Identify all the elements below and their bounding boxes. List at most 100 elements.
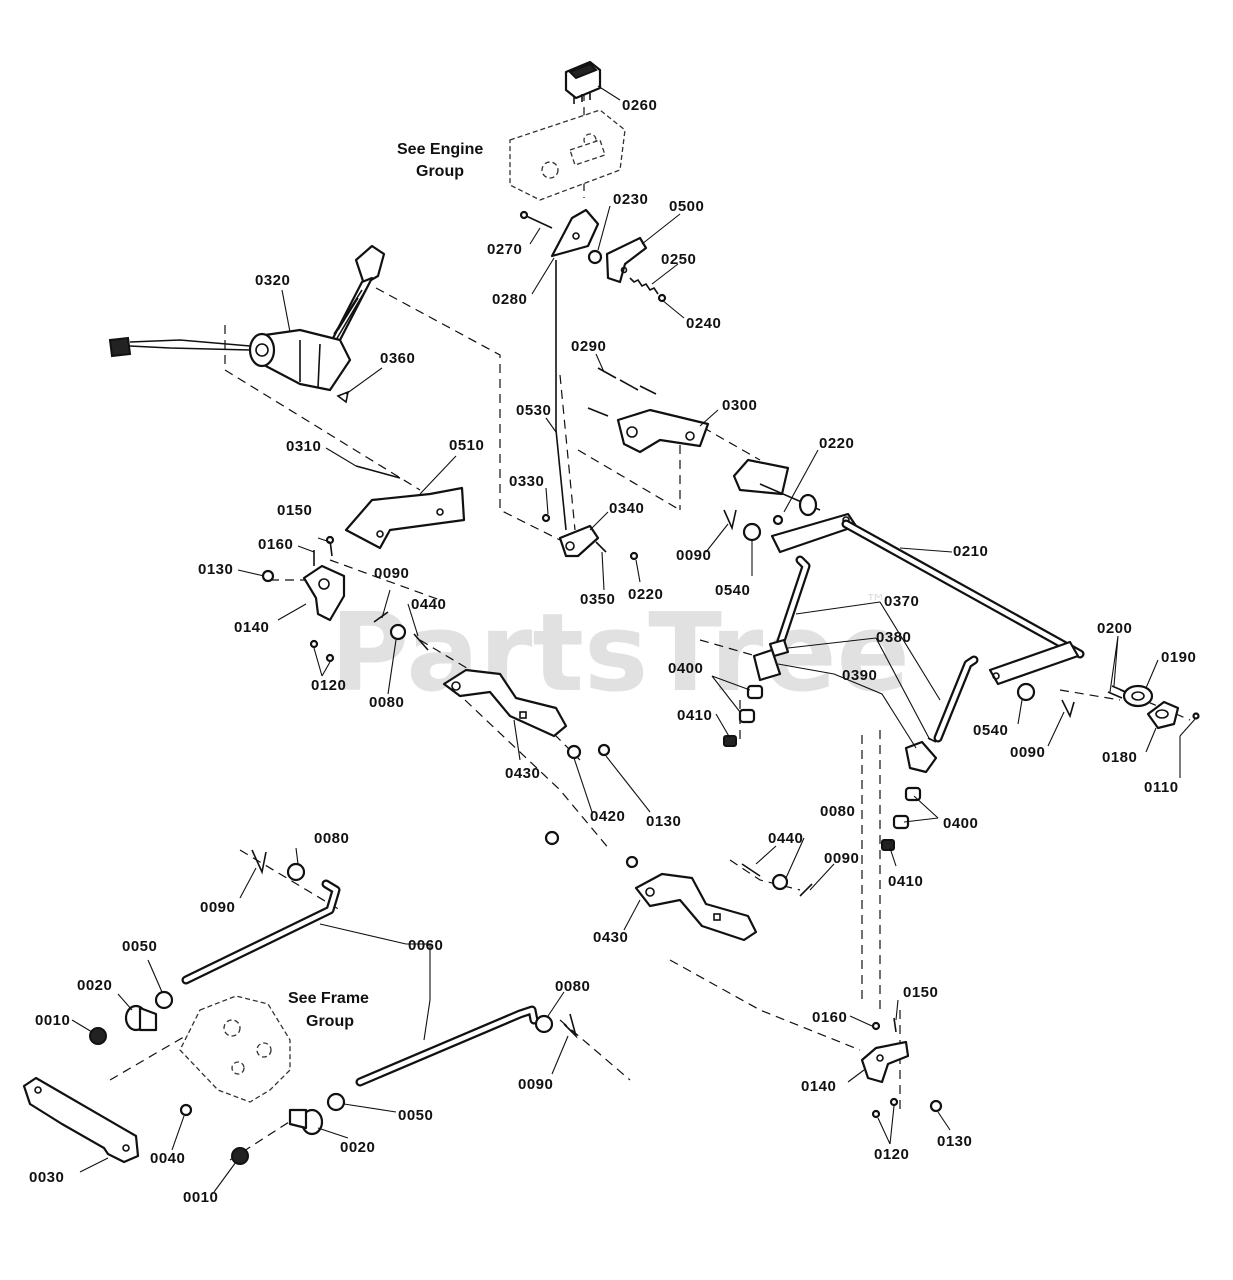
part-0110-nut — [1192, 712, 1200, 720]
part-0410-nut-b — [881, 839, 895, 851]
part-0390-block-a — [752, 648, 782, 682]
part-0400-spacer-b — [738, 708, 756, 724]
part-0220-nut — [629, 551, 639, 561]
callout-0320: 0320 — [255, 272, 290, 289]
part-0090-pin-b — [1061, 699, 1075, 719]
callout-0130-a: 0130 — [198, 561, 233, 578]
callout-0130-c: 0130 — [937, 1133, 972, 1150]
callout-0530: 0530 — [516, 402, 551, 419]
part-0130-nut-b — [597, 743, 611, 757]
callout-0200: 0200 — [1097, 620, 1132, 637]
callout-0080-a: 0080 — [369, 694, 404, 711]
part-0090-pin-e — [251, 849, 267, 875]
callout-0020-b: 0020 — [340, 1139, 375, 1156]
part-0120-washer-c — [871, 1109, 881, 1119]
part-0020-balljoint-a — [124, 1004, 158, 1032]
part-0010-nut-a — [89, 1027, 107, 1045]
part-0330-clip — [541, 513, 551, 523]
callout-0090-c: 0090 — [1010, 744, 1045, 761]
callout-0330: 0330 — [509, 473, 544, 490]
part-0130-nut-c — [625, 855, 639, 869]
part-0160-bolt-b — [871, 1021, 881, 1031]
callout-0340: 0340 — [609, 500, 644, 517]
part-0400-spacer-a — [746, 684, 764, 700]
callout-0260: 0260 — [622, 97, 657, 114]
callout-0500: 0500 — [669, 198, 704, 215]
callout-0210: 0210 — [953, 543, 988, 560]
part-0290-screws — [587, 367, 657, 417]
part-0420-bushing-a — [566, 744, 582, 760]
callout-0080-b: 0080 — [820, 803, 855, 820]
part-0020-balljoint-b — [288, 1108, 324, 1136]
callout-0050-a: 0050 — [122, 938, 157, 955]
part-0080-washer-b — [771, 873, 789, 891]
callout-0090-b: 0090 — [374, 565, 409, 582]
part-0050-nut-b — [326, 1092, 346, 1112]
callout-0130-b: 0130 — [646, 813, 681, 830]
callout-0150-a: 0150 — [277, 502, 312, 519]
part-0400-spacer-c — [904, 786, 922, 802]
watermark-trademark: ™ — [865, 591, 887, 616]
part-0320-actuator — [108, 244, 386, 392]
callout-0090-f: 0090 — [518, 1076, 553, 1093]
callout-0430-b: 0430 — [593, 929, 628, 946]
part-0150-bolt-b — [893, 1017, 897, 1033]
part-0150-head-a — [325, 535, 335, 545]
callout-0120-b: 0120 — [874, 1146, 909, 1163]
callout-0540-b: 0540 — [973, 722, 1008, 739]
callout-0250: 0250 — [661, 251, 696, 268]
part-0280-bracket — [550, 208, 600, 258]
part-0420-bushing-b — [544, 830, 560, 846]
callout-0360: 0360 — [380, 350, 415, 367]
callout-0410-a: 0410 — [677, 707, 712, 724]
note-see-frame-group: See Frame Group — [288, 990, 369, 1030]
note-frame-line1: See Frame — [288, 990, 369, 1007]
part-0040-washer — [179, 1103, 193, 1117]
part-0340-bracket — [558, 524, 600, 558]
part-0120-washer-b — [325, 653, 335, 663]
part-0540-washer-a — [742, 522, 762, 542]
callout-0140-b: 0140 — [801, 1078, 836, 1095]
part-0360-clip — [336, 390, 350, 404]
callout-0400-a: 0400 — [668, 660, 703, 677]
part-0130-nut-d — [929, 1099, 943, 1113]
part-0500-bracket — [605, 236, 648, 284]
part-0060-rods — [181, 879, 539, 1087]
part-0010-nut-b — [231, 1147, 249, 1165]
part-0440-bushing-a — [413, 633, 429, 651]
part-0370-rods — [775, 555, 979, 743]
part-0430-lever-a — [442, 668, 568, 738]
part-0090-pin-c — [373, 611, 389, 623]
part-0440-bushing-b — [741, 863, 761, 877]
callout-0420: 0420 — [590, 808, 625, 825]
callout-0440-b: 0440 — [768, 830, 803, 847]
part-0090-pin-d — [799, 883, 813, 897]
part-0350-spring — [595, 541, 607, 553]
callout-0050-b: 0050 — [398, 1107, 433, 1124]
callout-0380: 0380 — [876, 629, 911, 646]
callout-0350: 0350 — [580, 591, 615, 608]
callout-0240: 0240 — [686, 315, 721, 332]
part-0260-switch — [564, 60, 602, 104]
callout-0270: 0270 — [487, 241, 522, 258]
part-0220-nut-b — [772, 514, 784, 526]
callout-0160-a: 0160 — [258, 536, 293, 553]
part-0090-pin-f — [563, 1013, 578, 1039]
part-0180-flange — [1146, 700, 1180, 730]
part-0140-bracket-b — [860, 1040, 910, 1084]
part-0540-washer-b — [1016, 682, 1036, 702]
note-frame-line2: Group — [306, 1013, 354, 1030]
callout-0300: 0300 — [722, 397, 757, 414]
callout-0090-e: 0090 — [200, 899, 235, 916]
part-0230-washer — [587, 249, 603, 265]
callout-0440-a: 0440 — [411, 596, 446, 613]
part-0030-plate — [22, 1076, 140, 1164]
callout-0280: 0280 — [492, 291, 527, 308]
note-engine-line1: See Engine — [397, 141, 483, 158]
part-0090-pin-a — [723, 509, 737, 531]
callout-0020-a: 0020 — [77, 977, 112, 994]
callout-0090-a: 0090 — [676, 547, 711, 564]
part-0130-nut-a — [261, 569, 275, 583]
callout-0010-b: 0010 — [183, 1189, 218, 1206]
